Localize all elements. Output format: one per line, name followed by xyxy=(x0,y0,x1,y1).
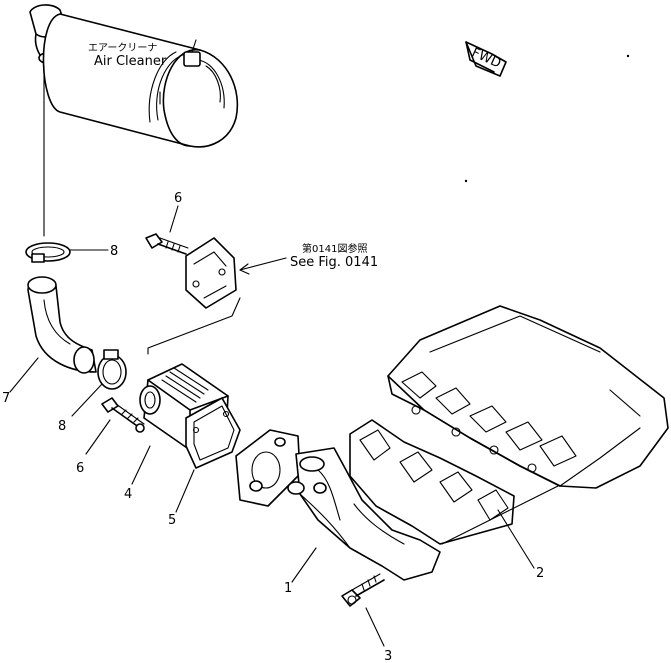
part-number-2: 2 xyxy=(536,566,544,581)
breather-gasket xyxy=(185,397,241,469)
see-fig-arrow xyxy=(239,257,287,271)
part-number-8-lower: 8 xyxy=(58,419,66,434)
leader-4 xyxy=(131,445,151,485)
bolt-lower xyxy=(101,397,145,433)
air-cleaner-label-en: Air Cleaner xyxy=(94,54,167,69)
breather-connection-line xyxy=(147,297,241,355)
leader-8-lower xyxy=(71,383,103,417)
part-number-4: 4 xyxy=(124,487,132,502)
manifold-gasket xyxy=(349,419,515,545)
leader-5 xyxy=(175,469,195,513)
part-number-8-top: 8 xyxy=(110,244,118,259)
speck xyxy=(626,54,630,58)
leader-2 xyxy=(497,509,535,569)
intake-hose xyxy=(27,276,97,374)
see-fig-arrowhead-icon xyxy=(239,263,250,275)
bolt-upper xyxy=(145,233,189,255)
fwd-arrow-icon: FWD xyxy=(465,41,507,77)
part-number-5: 5 xyxy=(168,513,176,528)
leader-3 xyxy=(365,607,385,647)
hose-clamp-lower xyxy=(97,349,127,390)
part-number-1: 1 xyxy=(284,581,292,596)
leader-7 xyxy=(9,357,39,393)
speck xyxy=(464,179,468,183)
air-cleaner xyxy=(29,4,239,148)
reference-label-jp: 第0141図参照 xyxy=(302,242,367,255)
exhaust-manifold xyxy=(235,429,441,581)
cover-bracket xyxy=(185,237,237,309)
part-number-7: 7 xyxy=(2,391,10,406)
leader-6-upper xyxy=(169,205,179,233)
hose-clamp-top xyxy=(25,242,71,263)
manifold-bolt xyxy=(341,573,385,607)
air-cleaner-label-jp: エアークリーナ xyxy=(88,42,157,54)
cylinder-head xyxy=(387,305,669,489)
part-number-6-lower: 6 xyxy=(76,461,84,476)
part-number-3: 3 xyxy=(384,649,392,663)
leader-1 xyxy=(291,547,317,583)
gasket-alignment-line xyxy=(441,483,563,545)
part-number-6-upper: 6 xyxy=(174,191,182,206)
reference-label-en: See Fig. 0141 xyxy=(290,255,378,270)
leader-6-lower xyxy=(85,419,111,455)
